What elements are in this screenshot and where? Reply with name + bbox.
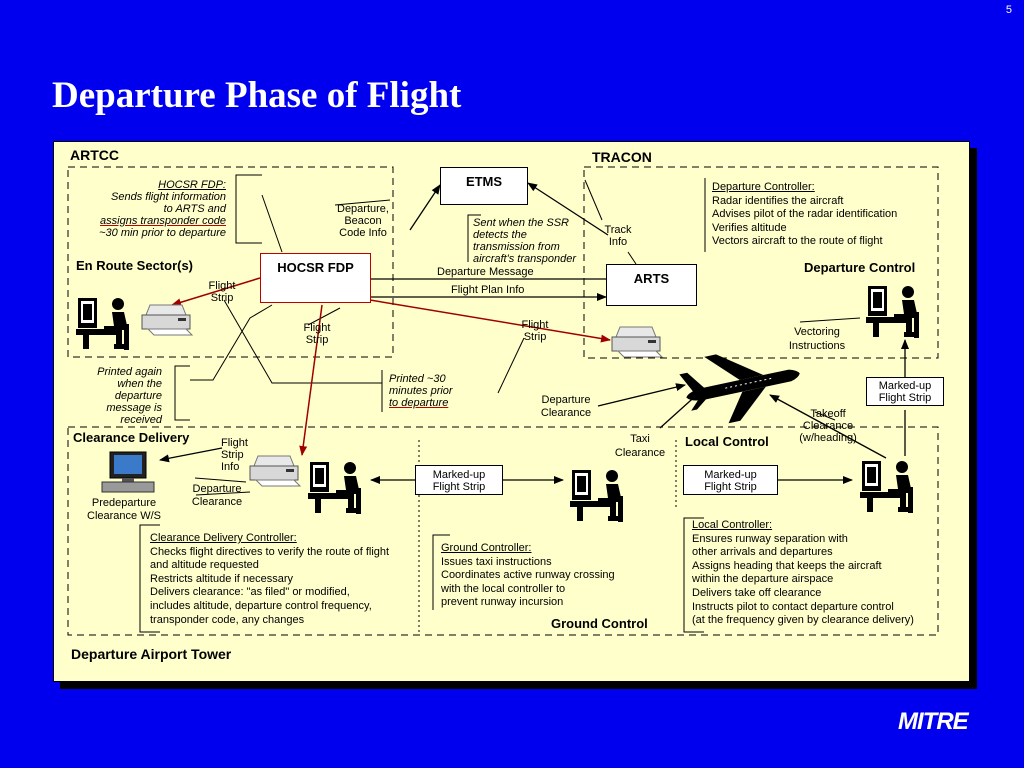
flight-strip-label-en-route: Flight Strip [208, 280, 236, 304]
clearance-printer-icon [249, 455, 301, 487]
hocsr-fdp-box: HOCSR FDP [260, 253, 371, 303]
departure-beacon-label: Departure, Beacon Code Info [337, 203, 389, 239]
departure-controller-note: Departure Controller: Radar identifies t… [712, 181, 898, 247]
hocsr-fdp-label: HOCSR FDP [277, 260, 354, 275]
flight-strip-info-label: Flight Strip Info [221, 437, 248, 473]
clearance-controller-icon [308, 462, 361, 514]
clearance-delivery-label: Clearance Delivery [73, 430, 190, 445]
arts-box: ARTS [606, 264, 697, 306]
flight-strip-label-center: Flight Strip [303, 322, 331, 346]
slide-title: Departure Phase of Flight [52, 75, 462, 116]
departure-clearance-cd-label: Departure Clearance [191, 483, 243, 508]
vectoring-instructions-label: Vectoring Instructions [788, 326, 846, 352]
departure-controller-icon [866, 286, 919, 338]
en-route-printer-icon [141, 304, 193, 336]
en-route-sectors-label: En Route Sector(s) [76, 258, 194, 273]
ground-controller-icon [570, 470, 623, 522]
artcc-label: ARTCC [70, 147, 119, 163]
etms-box: ETMS [440, 167, 528, 205]
takeoff-clearance-label: Takeoff Clearance (w/heading) [799, 408, 857, 444]
departure-airport-tower-label: Departure Airport Tower [71, 646, 232, 662]
diagram-panel [53, 141, 970, 682]
taxi-clearance-label: Taxi Clearance [614, 433, 666, 459]
etms-label: ETMS [465, 174, 503, 189]
departure-clearance-top-label: Departure Clearance [540, 394, 592, 419]
predeparture-label: Predeparture Clearance W/S [87, 497, 161, 522]
departure-control-label: Departure Control [804, 260, 916, 275]
aircraft-icon [679, 354, 800, 424]
ground-control-label: Ground Control [551, 616, 648, 631]
local-controller-icon [860, 461, 913, 513]
printed-again-note: Printed again when the departure message… [97, 366, 162, 426]
mitre-logo: MITRE [898, 708, 969, 735]
predeparture-workstation-icon [101, 451, 155, 493]
departure-message-label: Departure Message [437, 266, 534, 278]
hocsr-fdp-note: HOCSR FDP: Sends flight information to A… [99, 179, 226, 239]
flight-strip-label-tracon: Flight Strip [521, 319, 549, 343]
marked-up-top-box: Marked-up Flight Strip [866, 377, 944, 406]
page-number: 5 [1005, 4, 1012, 16]
marked-up-ground-box: Marked-up Flight Strip [415, 465, 503, 495]
printed-30-note: Printed ~30 minutes prior to departure [389, 373, 453, 409]
local-controller-note: Local Controller: Ensures runway separat… [692, 519, 914, 627]
en-route-controller-icon [76, 298, 129, 350]
tracon-region-box [583, 166, 939, 359]
artcc-region-box [67, 166, 394, 358]
flight-plan-info-label: Flight Plan Info [451, 284, 525, 296]
tracon-printer-icon [611, 326, 663, 358]
tracon-label: TRACON [592, 149, 652, 165]
local-control-label: Local Control [685, 434, 769, 449]
ssr-note: Sent when the SSR detects the transmissi… [473, 217, 576, 265]
arts-label: ARTS [633, 271, 670, 286]
tower-region-box [67, 426, 939, 636]
track-info-label: Track Info [604, 224, 632, 248]
ground-controller-note: Ground Controller: Issues taxi instructi… [441, 542, 615, 609]
marked-up-local-box: Marked-up Flight Strip [683, 465, 778, 495]
clearance-delivery-controller-note: Clearance Delivery Controller: Checks fl… [150, 532, 390, 626]
